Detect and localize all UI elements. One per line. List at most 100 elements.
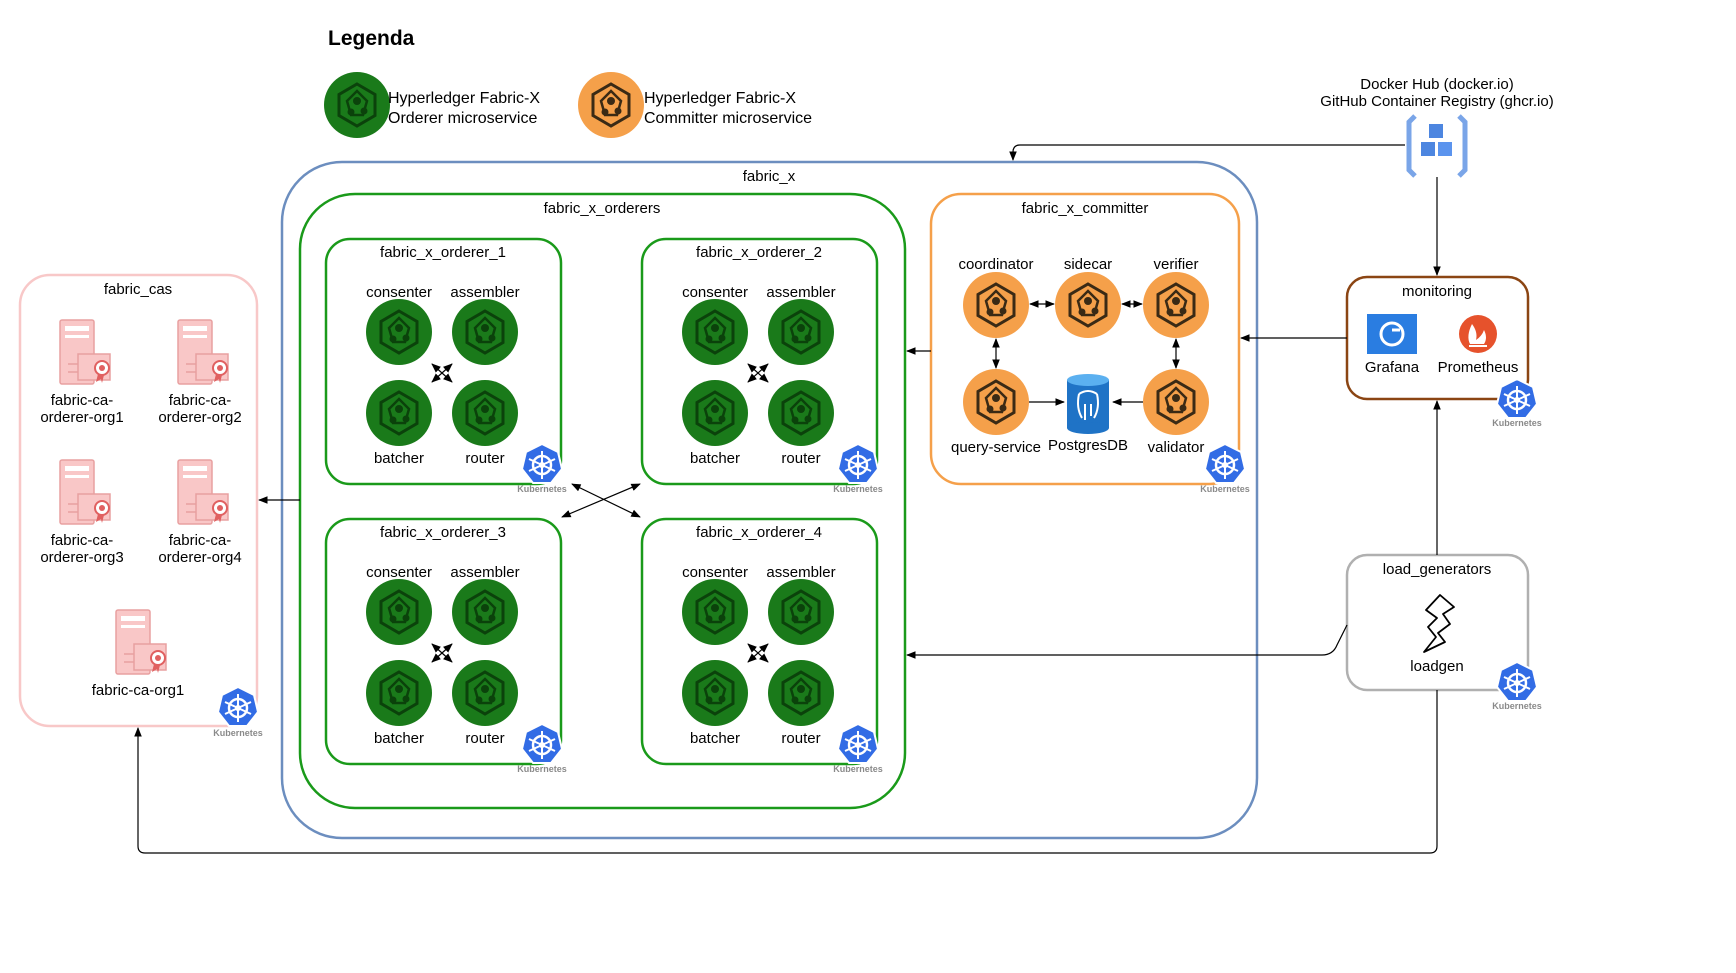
coordinator-icon bbox=[961, 270, 1031, 340]
orderer-3-internal-link-b bbox=[431, 643, 453, 663]
ca-server-icon bbox=[115, 609, 167, 675]
orderer-1-router-icon bbox=[450, 378, 520, 448]
orderer-2-kubernetes-icon bbox=[836, 442, 880, 485]
orderer-1-internal-link-b bbox=[431, 363, 453, 383]
orderer-3-assembler-icon bbox=[450, 577, 520, 647]
ca-label-line1: fabric-ca- bbox=[169, 392, 232, 409]
orderer-4-container bbox=[640, 517, 879, 766]
loadgen-label: loadgen bbox=[1410, 658, 1463, 675]
validator-icon bbox=[1141, 367, 1211, 437]
orderer-4-router-label: router bbox=[781, 730, 820, 747]
ca-label-line2: orderer-org3 bbox=[40, 549, 123, 566]
orderer-3-container bbox=[324, 517, 563, 766]
fabric-x-committer-title: fabric_x_committer bbox=[1022, 200, 1149, 217]
ca-server-icon bbox=[59, 459, 111, 525]
orderer-1-consenter-icon bbox=[364, 297, 434, 367]
ca-item: fabric-ca-orderer-org3 bbox=[40, 459, 124, 566]
ca-label-line1: fabric-ca- bbox=[169, 532, 232, 549]
orderer-1-batcher-label: batcher bbox=[374, 450, 424, 467]
orderer-1-container bbox=[324, 237, 563, 486]
orderer-4-internal-link-b bbox=[747, 643, 769, 663]
ca-label-line2: orderer-org2 bbox=[158, 409, 241, 426]
orderer-2-router-icon bbox=[766, 378, 836, 448]
prometheus-label: Prometheus bbox=[1438, 359, 1519, 376]
orderer-3-router-icon bbox=[450, 658, 520, 728]
committer-legend-icon bbox=[576, 70, 646, 140]
coordinator-label: coordinator bbox=[958, 256, 1033, 273]
cas-kubernetes-icon bbox=[216, 685, 260, 728]
committer-kubernetes-label: Kubernetes bbox=[1200, 484, 1250, 494]
orderer-4-batcher-icon bbox=[680, 658, 750, 728]
orderer-2-consenter-icon bbox=[680, 297, 750, 367]
orderer-2-assembler-label: assembler bbox=[766, 284, 835, 301]
fabric-x-title: fabric_x bbox=[743, 168, 796, 185]
verifier-label: verifier bbox=[1153, 256, 1198, 273]
orderer-2-kubernetes-label: Kubernetes bbox=[833, 484, 883, 494]
orderer-3-consenter-label: consenter bbox=[366, 564, 432, 581]
ca-item: fabric-ca-org1 bbox=[92, 609, 185, 699]
orderer-4-consenter-label: consenter bbox=[682, 564, 748, 581]
orderer-groups: fabric_x_orderer_1 consenter assembler batc… bbox=[324, 237, 883, 774]
legend-committer-line2: Committer microservice bbox=[644, 110, 812, 127]
orderer-3-router-label: router bbox=[465, 730, 504, 747]
orderer-4-kubernetes-label: Kubernetes bbox=[833, 764, 883, 774]
orderer-1-kubernetes-icon bbox=[520, 442, 564, 485]
orderer-3-title: fabric_x_orderer_3 bbox=[380, 524, 506, 541]
orderer-4-batcher-label: batcher bbox=[690, 730, 740, 747]
legend-title: Legenda bbox=[328, 27, 415, 50]
loadgen-kubernetes-label: Kubernetes bbox=[1492, 701, 1542, 711]
container-registry-icon bbox=[1406, 114, 1468, 178]
orderer-1-batcher-icon bbox=[364, 378, 434, 448]
orderer-2-router-label: router bbox=[781, 450, 820, 467]
ca-label-line1: fabric-ca-org1 bbox=[92, 682, 185, 699]
monitoring-kubernetes-label: Kubernetes bbox=[1492, 418, 1542, 428]
orderer-2-batcher-label: batcher bbox=[690, 450, 740, 467]
fabric-cas-container bbox=[18, 273, 259, 728]
sidecar-icon bbox=[1053, 270, 1123, 340]
orderer-2-container bbox=[640, 237, 879, 486]
orderer-link-2-3 bbox=[561, 483, 641, 518]
ca-server-icon bbox=[177, 319, 229, 385]
ca-server-icon bbox=[59, 319, 111, 385]
orderer-4-assembler-label: assembler bbox=[766, 564, 835, 581]
orderer-4-router-icon bbox=[766, 658, 836, 728]
orderer-3-assembler-label: assembler bbox=[450, 564, 519, 581]
orderer-2-assembler-icon bbox=[766, 297, 836, 367]
fabric-x-orderers-title: fabric_x_orderers bbox=[544, 200, 661, 217]
legend-committer-line1: Hyperledger Fabric-X bbox=[644, 90, 796, 107]
ca-label-line1: fabric-ca- bbox=[51, 532, 114, 549]
verifier-icon bbox=[1141, 270, 1211, 340]
fabric-cas-title: fabric_cas bbox=[104, 281, 172, 298]
orderer-legend-icon bbox=[322, 70, 392, 140]
ca-item: fabric-ca-orderer-org2 bbox=[158, 319, 242, 426]
ca-label-line2: orderer-org1 bbox=[40, 409, 123, 426]
ca-item: fabric-ca-orderer-org4 bbox=[158, 459, 242, 566]
orderer-2-internal-link-b bbox=[747, 363, 769, 383]
loadgen-lightning-icon bbox=[1423, 594, 1455, 653]
grafana-icon bbox=[1367, 314, 1417, 354]
orderer-group-4: fabric_x_orderer_4 consenter assembler batc… bbox=[640, 517, 883, 774]
orderer-1-assembler-label: assembler bbox=[450, 284, 519, 301]
ca-label-line2: orderer-org4 bbox=[158, 549, 241, 566]
monitoring-title: monitoring bbox=[1402, 283, 1472, 300]
cas-kubernetes-label: Kubernetes bbox=[213, 728, 263, 738]
fabric-x-committer-container bbox=[929, 192, 1241, 486]
sidecar-label: sidecar bbox=[1064, 256, 1112, 273]
orderer-3-consenter-icon bbox=[364, 577, 434, 647]
orderer-4-title: fabric_x_orderer_4 bbox=[696, 524, 822, 541]
query-service-icon bbox=[961, 367, 1031, 437]
loadgen-to-cas-arrow bbox=[134, 690, 1438, 854]
prometheus-icon bbox=[1459, 315, 1497, 353]
orderer-1-kubernetes-label: Kubernetes bbox=[517, 484, 567, 494]
ca-list: fabric-ca-orderer-org1fabric-ca-orderer-… bbox=[40, 319, 242, 699]
orderer-1-assembler-icon bbox=[450, 297, 520, 367]
ca-server-icon bbox=[177, 459, 229, 525]
orderer-1-title: fabric_x_orderer_1 bbox=[380, 244, 506, 261]
orderer-2-batcher-icon bbox=[680, 378, 750, 448]
ca-label-line1: fabric-ca- bbox=[51, 392, 114, 409]
registry-line1: Docker Hub (docker.io) bbox=[1360, 76, 1513, 93]
orderer-3-kubernetes-label: Kubernetes bbox=[517, 764, 567, 774]
